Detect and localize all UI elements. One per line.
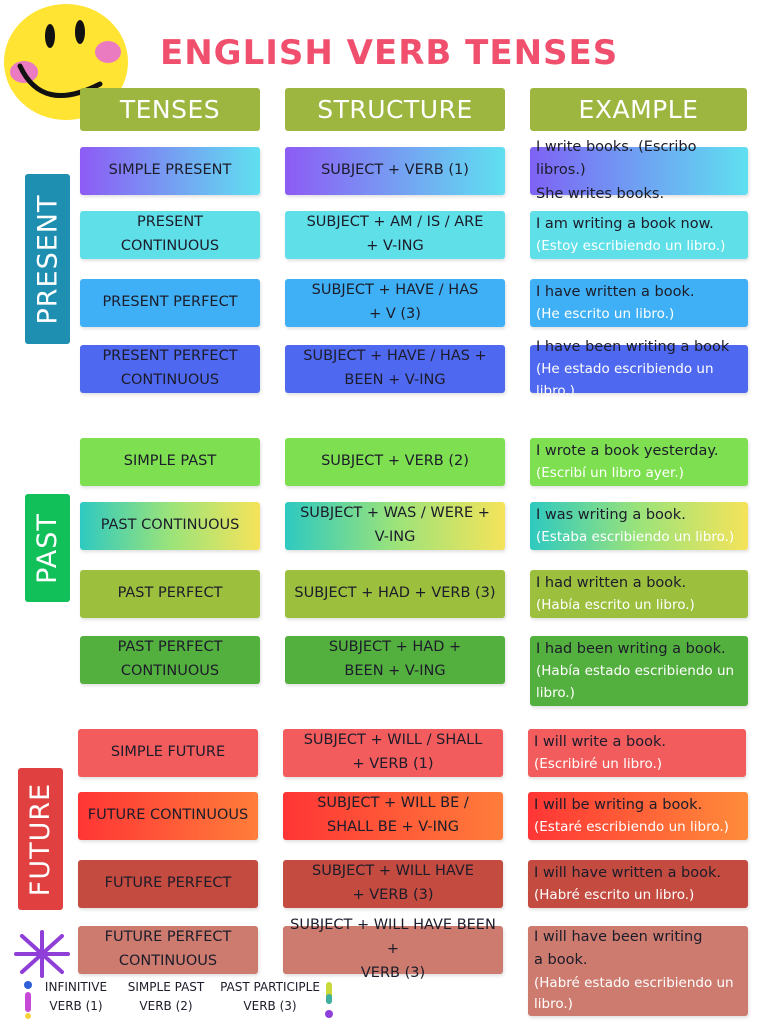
structure-future-perfect: SUBJECT + WILL HAVE+ VERB (3) bbox=[283, 860, 503, 908]
example-future-continuous: I will be writing a book.(Estaré escribi… bbox=[528, 792, 748, 840]
structure-simple-present: SUBJECT + VERB (1) bbox=[285, 147, 505, 195]
header-structure: STRUCTURE bbox=[285, 88, 505, 131]
structure-simple-future: SUBJECT + WILL / SHALL+ VERB (1) bbox=[283, 729, 503, 777]
page-title: ENGLISH VERB TENSES bbox=[160, 33, 619, 73]
header-tenses: TENSES bbox=[80, 88, 260, 131]
exclamation-icon-right bbox=[325, 982, 333, 1018]
structure-future-continuous: SUBJECT + WILL BE /SHALL BE + V-ING bbox=[283, 792, 503, 840]
example-simple-past: I wrote a book yesterday.(Escribí un lib… bbox=[530, 438, 748, 486]
structure-past-continuous: SUBJECT + WAS / WERE +V-ING bbox=[285, 502, 505, 550]
tense-future-continuous: FUTURE CONTINUOUS bbox=[78, 792, 258, 840]
tense-simple-past: SIMPLE PAST bbox=[80, 438, 260, 486]
tense-simple-present: SIMPLE PRESENT bbox=[80, 147, 260, 195]
side-label-present: PRESENT bbox=[25, 174, 70, 344]
structure-present-continuous: SUBJECT + AM / IS / ARE+ V-ING bbox=[285, 211, 505, 259]
example-present-continuous: I am writing a book now.(Estoy escribien… bbox=[530, 211, 748, 259]
example-past-perfect: I had written a book.(Había escrito un l… bbox=[530, 570, 748, 618]
tense-past-continuous: PAST CONTINUOUS bbox=[80, 502, 260, 550]
tense-present-perfect: PRESENT PERFECT bbox=[80, 279, 260, 327]
structure-past-perfect-continuous: SUBJECT + HAD +BEEN + V-ING bbox=[285, 636, 505, 684]
side-label-past: PAST bbox=[25, 494, 70, 602]
tense-simple-future: SIMPLE FUTURE bbox=[78, 729, 258, 777]
example-past-perfect-continuous: I had been writing a book.(Había estado … bbox=[530, 636, 748, 706]
side-label-future: FUTURE bbox=[18, 768, 63, 910]
purple-star-icon bbox=[14, 930, 70, 978]
structure-present-perfect-continuous: SUBJECT + HAVE / HAS +BEEN + V-ING bbox=[285, 345, 505, 393]
example-past-continuous: I was writing a book.(Estaba escribiendo… bbox=[530, 502, 748, 550]
example-present-perfect-continuous: I have been writing a book(He estado esc… bbox=[530, 339, 748, 399]
example-simple-future: I will write a book.(Escribiré un libro.… bbox=[528, 729, 746, 777]
structure-past-perfect: SUBJECT + HAD + VERB (3) bbox=[285, 570, 505, 618]
example-simple-present: I write books. (Escribo libros.)She writ… bbox=[530, 139, 748, 202]
tense-present-continuous: PRESENT CONTINUOUS bbox=[80, 211, 260, 259]
structure-simple-past: SUBJECT + VERB (2) bbox=[285, 438, 505, 486]
exclamation-icon-left bbox=[24, 981, 32, 1019]
structure-present-perfect: SUBJECT + HAVE / HAS+ V (3) bbox=[285, 279, 505, 327]
example-future-perfect: I will have written a book.(Habré escrit… bbox=[528, 860, 748, 908]
example-present-perfect: I have written a book.(He escrito un lib… bbox=[530, 279, 748, 327]
structure-future-perfect-continuous: SUBJECT + WILL HAVE BEEN +VERB (3) bbox=[283, 917, 503, 981]
tense-future-perfect: FUTURE PERFECT bbox=[78, 860, 258, 908]
tense-past-perfect: PAST PERFECT bbox=[80, 570, 260, 618]
header-example: EXAMPLE bbox=[530, 88, 747, 131]
